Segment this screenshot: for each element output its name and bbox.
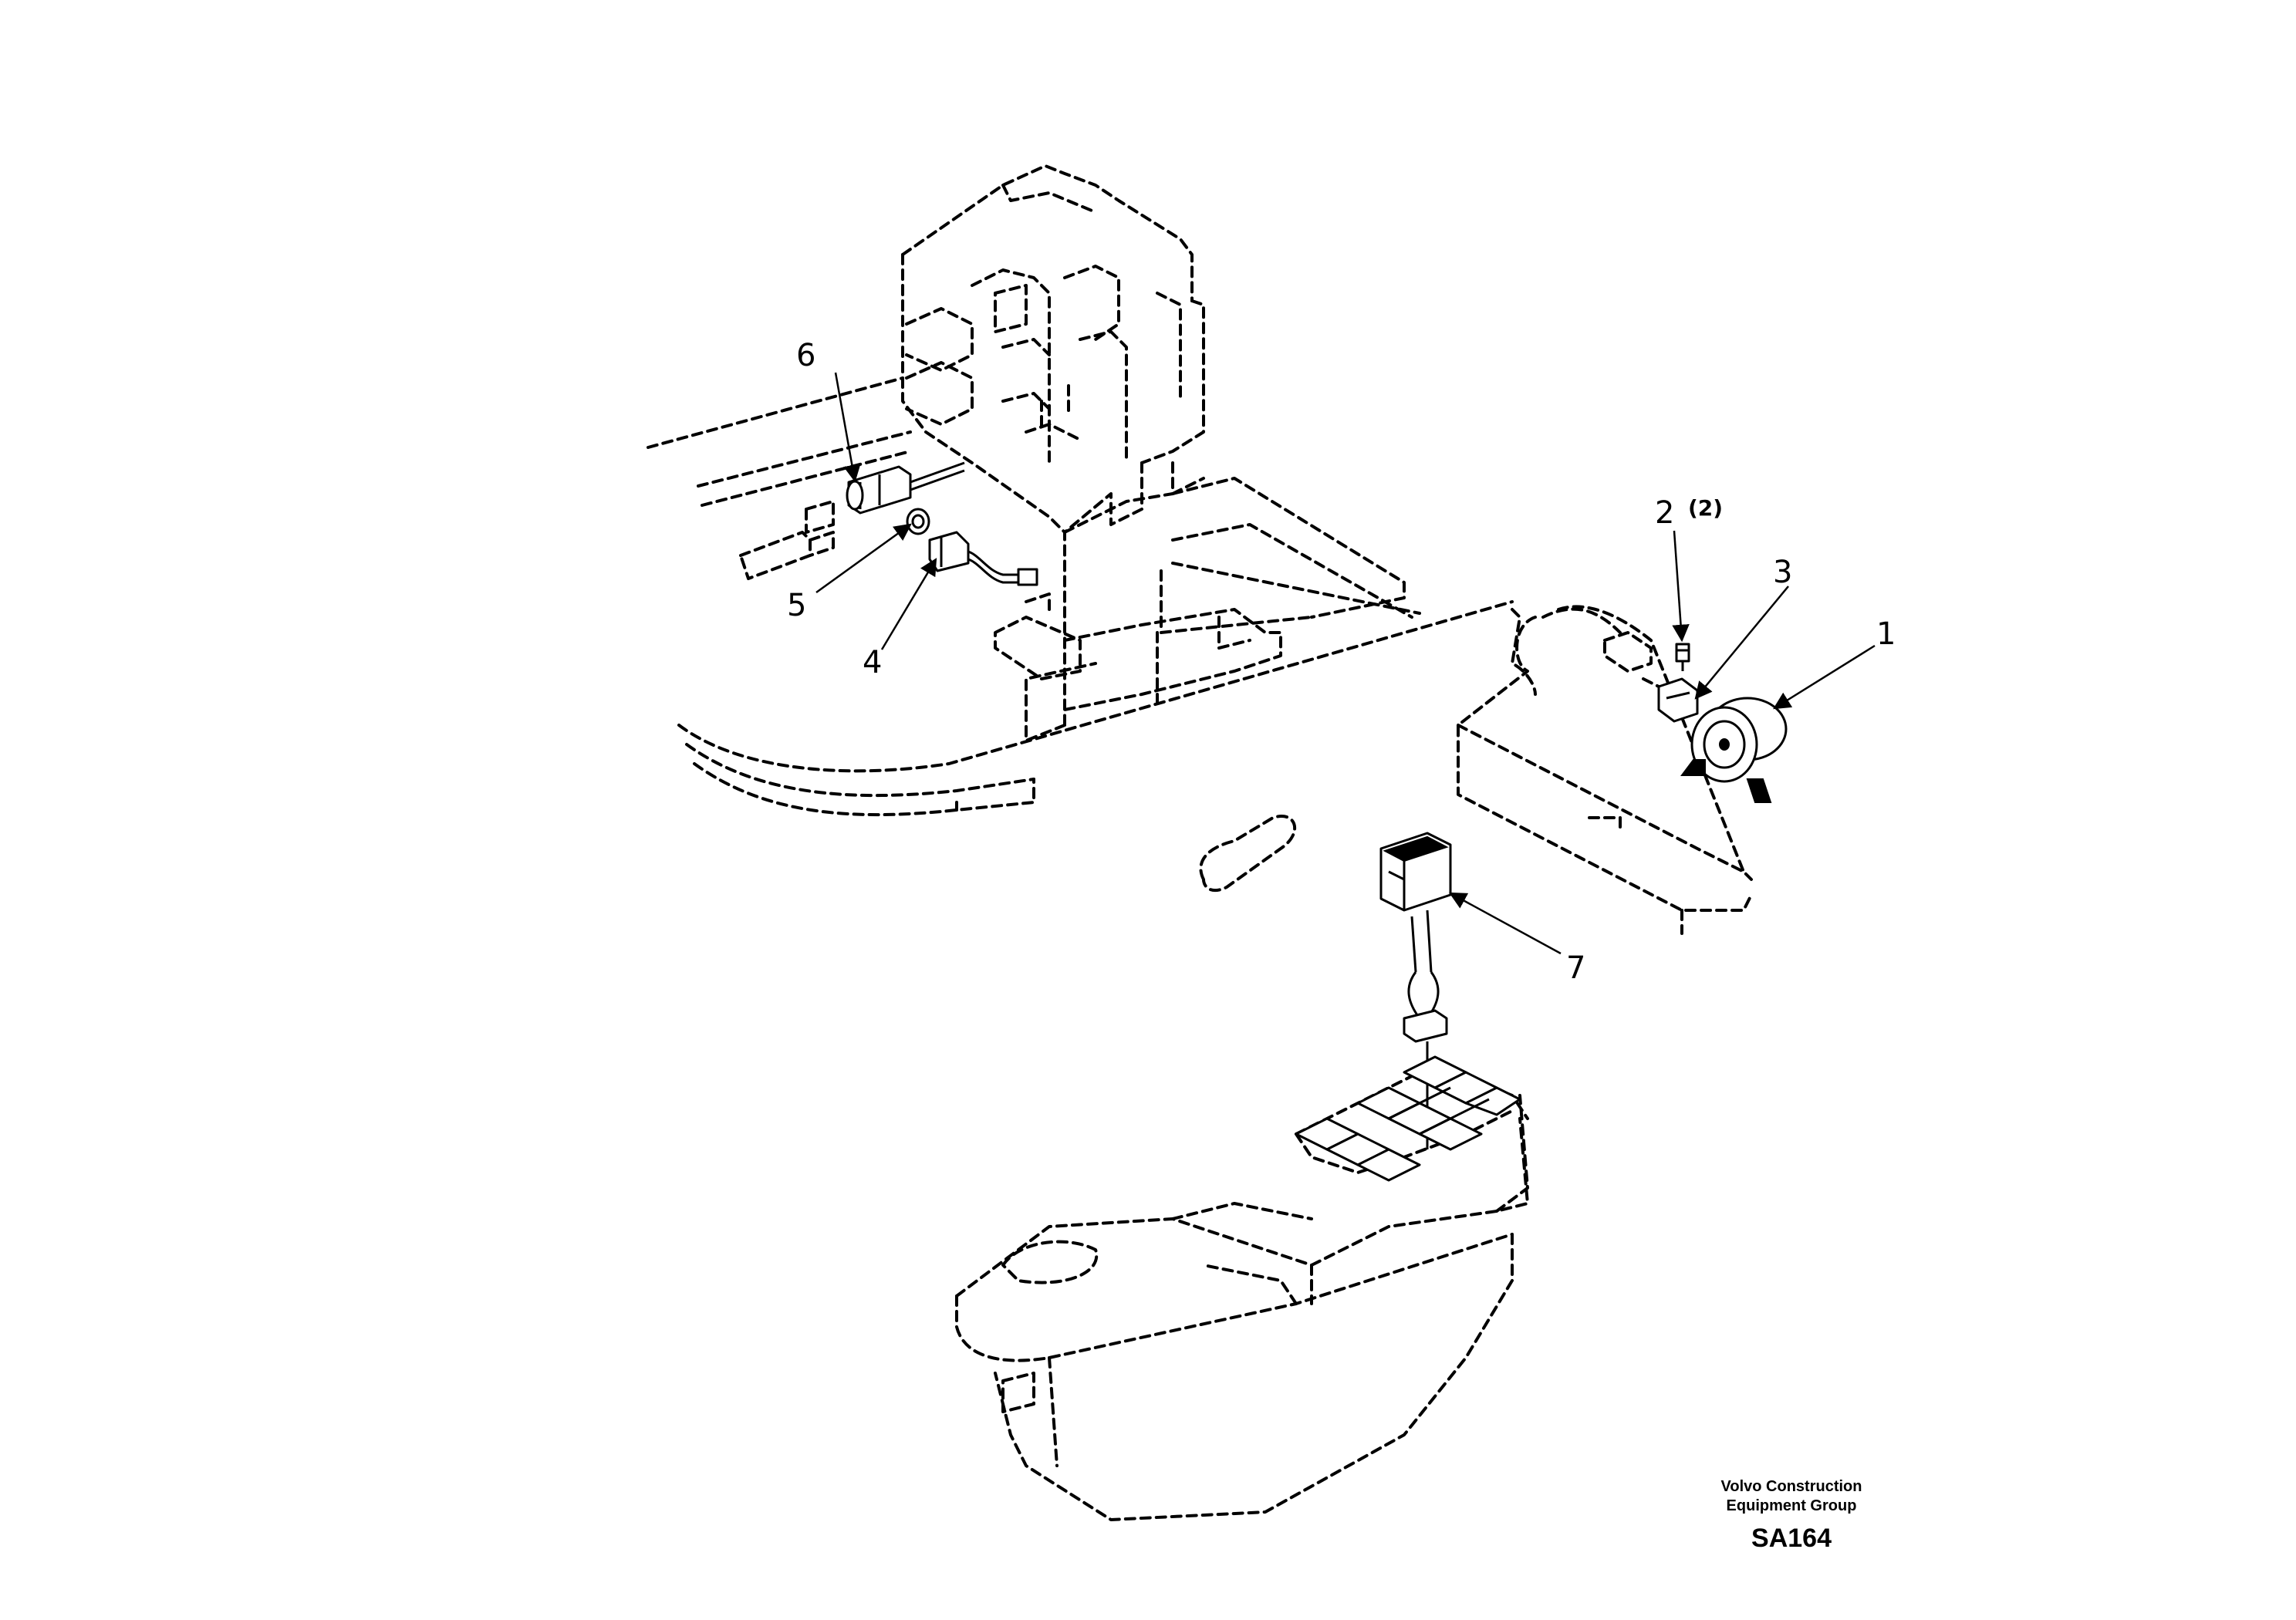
callout-3: 3 (1773, 555, 1792, 590)
console-switch-panel (1295, 1055, 1521, 1182)
part-6-adapter (846, 461, 965, 515)
control-valve-outline (901, 164, 1205, 727)
callout-6: 6 (796, 338, 815, 373)
frame-curve (677, 600, 1514, 817)
leader-arrows (815, 372, 1876, 955)
console-outline (955, 1063, 1529, 1521)
company-line-2: Equipment Group (1727, 1497, 1857, 1514)
company-line-1: Volvo Construction (1721, 1478, 1862, 1495)
part-1-horn (1680, 697, 1788, 803)
drawing-code: SA164 (1751, 1524, 1832, 1553)
part-7-rocker-switch (1379, 832, 1452, 1149)
frame-block-right (1457, 605, 1753, 935)
callout-2: 2 (1655, 495, 1674, 531)
callout-labels: 1 2 (2) 3 4 5 6 7 (787, 338, 1896, 986)
part-2-screw (1675, 643, 1690, 671)
connector-pieces-left (739, 500, 1082, 680)
drawing-footer: Volvo Construction Equipment Group SA164 (1721, 1478, 1862, 1553)
part-5-washer (906, 508, 930, 535)
callout-1: 1 (1876, 616, 1896, 652)
part-3-bracket (1642, 677, 1699, 723)
horn-wiring (1603, 631, 1653, 673)
callout-2-quantity: (2) (1688, 495, 1723, 521)
callout-4: 4 (863, 645, 882, 680)
callout-5: 5 (787, 588, 806, 623)
part-4-switch (928, 531, 1038, 586)
frame-slot (1199, 815, 1297, 893)
callout-7: 7 (1566, 950, 1585, 986)
frame-rails (647, 376, 1421, 742)
